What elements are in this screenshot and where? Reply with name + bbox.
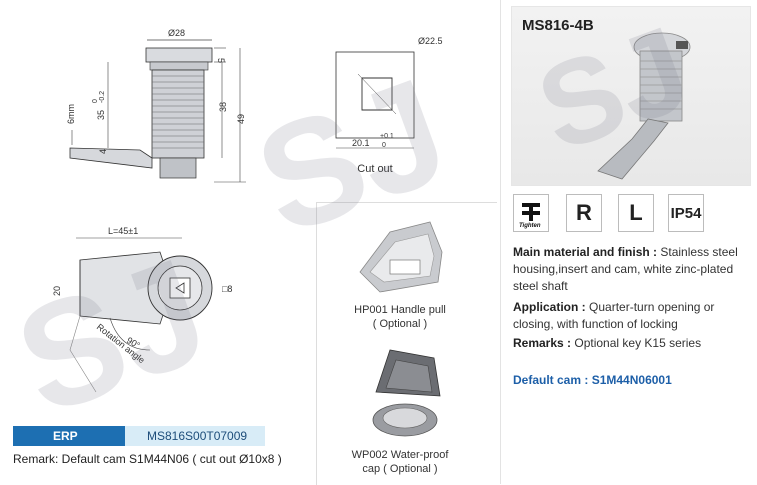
svg-text:20.1: 20.1 <box>352 138 370 148</box>
svg-text:□8: □8 <box>222 284 232 294</box>
hp001-caption: HP001 Handle pull <box>354 304 446 316</box>
accessories-panel <box>316 202 497 485</box>
svg-text:20: 20 <box>52 286 62 296</box>
left-hand-icon: L <box>618 194 654 232</box>
remarks-label: Remarks : <box>513 336 572 350</box>
erp-value: MS816S00T07009 <box>125 426 265 446</box>
handle-pull-image <box>359 221 443 293</box>
dim-dia28: Ø28 <box>168 28 185 38</box>
erp-bar: ERP MS816S00T07009 <box>13 426 265 446</box>
application-label: Application : <box>513 300 586 314</box>
product-photo-box: MS816-4B <box>511 6 751 186</box>
ip54-icon: IP54 <box>668 194 704 232</box>
right-hand-icon: R <box>566 194 602 232</box>
svg-text:6mm: 6mm <box>66 104 76 124</box>
wp002-optional: cap ( Optional ) <box>362 463 438 475</box>
waterproof-cap-image <box>372 349 441 437</box>
svg-text:35: 35 <box>96 110 106 120</box>
erp-label: ERP <box>13 426 125 446</box>
material-label: Main material and finish : <box>513 245 658 259</box>
product-photo <box>597 32 691 180</box>
threaded-body <box>151 69 205 159</box>
material-text: Stainless steel housing,insert and cam, … <box>513 245 738 293</box>
panel-divider <box>500 0 501 484</box>
application-info: Application : Quarter-turn opening or cl… <box>513 299 753 333</box>
cutout-drawing: Ø22.5 20.1 +0.1 0 <box>335 36 443 149</box>
remarks-info: Remarks : Optional key K15 series <box>513 335 753 352</box>
side-view-drawing: Ø28 5 38 49 35 0 -0.2 6mm 4 <box>66 28 246 183</box>
svg-text:+0.1: +0.1 <box>380 133 394 140</box>
hp001-optional: ( Optional ) <box>372 318 428 330</box>
svg-text:4: 4 <box>98 149 108 154</box>
remark-text: Remark: Default cam S1M44N06 ( cut out Ø… <box>13 452 282 466</box>
svg-text:Ø22.5: Ø22.5 <box>418 36 443 46</box>
application-text: Quarter-turn opening or closing, with fu… <box>513 300 715 331</box>
svg-text:5: 5 <box>216 58 226 63</box>
cutout-caption: Cut out <box>357 163 393 175</box>
default-cam-label: Default cam : <box>513 373 589 387</box>
default-cam: Default cam : S1M44N06001 <box>513 372 753 389</box>
svg-text:0: 0 <box>92 99 99 103</box>
svg-text:0: 0 <box>382 142 386 149</box>
remarks-text: Optional key K15 series <box>574 336 702 350</box>
svg-text:38: 38 <box>218 102 228 112</box>
front-view-drawing: L=45±1 20 □8 90° Rotation angle <box>52 226 232 393</box>
product-model: MS816-4B <box>522 17 594 34</box>
svg-text:-0.2: -0.2 <box>99 91 106 103</box>
svg-text:49: 49 <box>236 114 246 124</box>
default-cam-value: S1M44N06001 <box>591 373 672 387</box>
material-info: Main material and finish : Stainless ste… <box>513 244 753 295</box>
wp002-caption: WP002 Water-proof <box>351 449 449 461</box>
svg-text:Tighten: Tighten <box>519 223 541 229</box>
tighten-icon: Tighten <box>513 194 549 232</box>
dim-length: L=45±1 <box>108 226 138 236</box>
